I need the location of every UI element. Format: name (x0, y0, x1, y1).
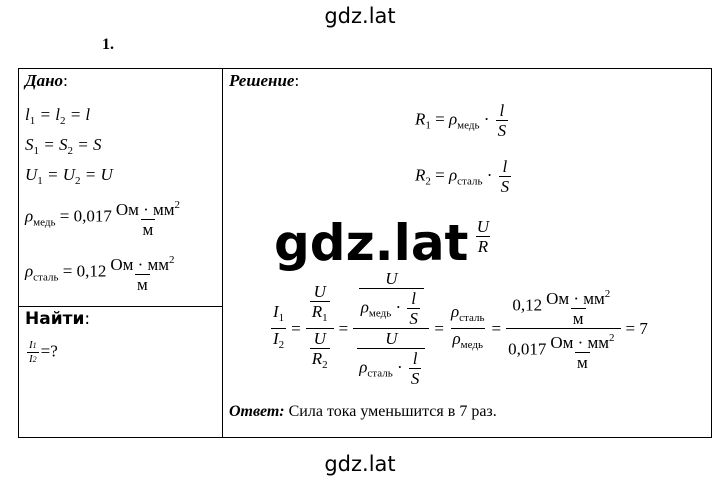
find-heading: Найти: (25, 309, 91, 329)
watermark-bottom: gdz.lat (324, 452, 396, 476)
row-divider (19, 306, 223, 307)
given-heading: Дано: (25, 71, 68, 90)
watermark-top: gdz.lat (324, 4, 396, 28)
given-areas: S1 = S2 = S (25, 135, 102, 157)
given-voltages: U1 = U2 = U (25, 165, 113, 187)
column-divider (222, 69, 223, 437)
task-number: 1. (102, 36, 114, 53)
watermark-center: gdz.lat (268, 214, 475, 272)
given-lengths: l1 = l2 = l (25, 105, 91, 127)
solution-table: Дано: l1 = l2 = l S1 = S2 = S U1 = U2 = … (18, 68, 712, 438)
answer-line: Ответ: Сила тока уменьшится в 7 раз. (229, 403, 497, 420)
solution-heading: Решение: (229, 71, 300, 90)
